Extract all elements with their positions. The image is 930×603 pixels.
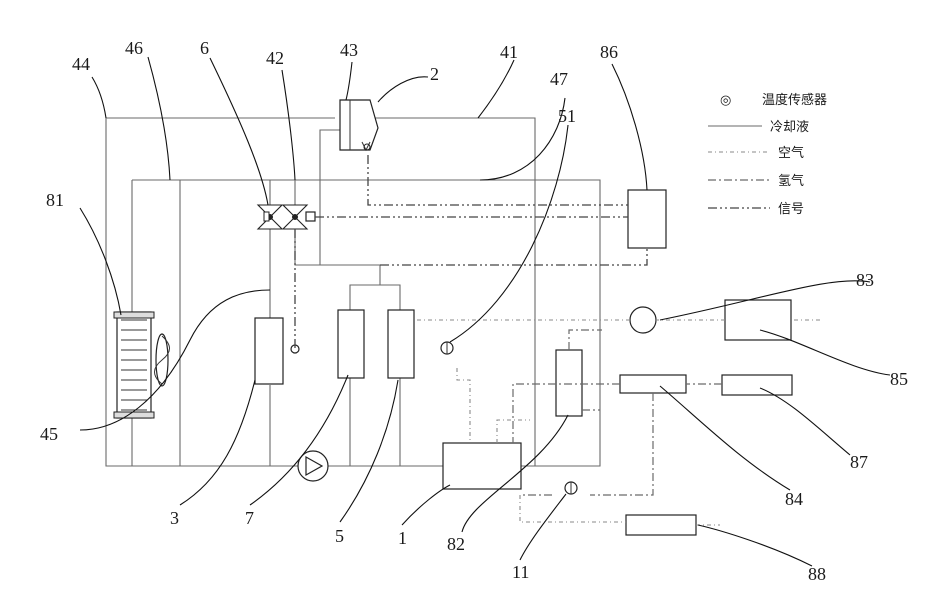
legend-hydrogen: 氢气 <box>778 173 804 189</box>
label-87: 87 <box>850 452 868 472</box>
fuel-cell-stack-1 <box>443 443 521 489</box>
air-filter-85 <box>725 300 791 340</box>
component-return-line <box>350 378 400 466</box>
component-7 <box>338 310 364 378</box>
label-45: 45 <box>40 424 58 444</box>
legend-air: 空气 <box>778 145 804 161</box>
legend-signal: 信号 <box>778 202 804 217</box>
label-85: 85 <box>890 369 908 389</box>
hydrogen-tank-87 <box>722 375 792 395</box>
label-3: 3 <box>170 508 179 528</box>
label-88: 88 <box>808 564 826 584</box>
label-11: 11 <box>512 562 529 582</box>
component-branch-line <box>320 265 400 310</box>
valve-to-exchanger-line <box>295 130 340 265</box>
label-83: 83 <box>856 270 874 290</box>
label-7: 7 <box>245 508 254 528</box>
legend: ◎ 温度传感器 冷却液 空气 氢气 信号 <box>708 92 827 217</box>
legend-sensor: 温度传感器 <box>762 92 827 108</box>
label-84: 84 <box>785 489 803 509</box>
label-5: 5 <box>335 526 344 546</box>
coolant-pipes <box>106 118 600 481</box>
hydrogen-valve-84 <box>620 375 686 393</box>
heat-exchanger <box>340 100 378 150</box>
component-5 <box>388 310 414 378</box>
label-82: 82 <box>447 534 465 554</box>
label-1: 1 <box>398 528 407 548</box>
three-way-valves <box>258 205 315 229</box>
label-42: 42 <box>266 48 284 68</box>
label-47: 47 <box>550 69 568 89</box>
label-46: 46 <box>125 38 143 58</box>
heater-3 <box>255 318 283 384</box>
label-6: 6 <box>200 38 209 58</box>
air-lines <box>414 320 820 525</box>
label-2: 2 <box>430 64 439 84</box>
radiator <box>114 312 170 418</box>
legend-sensor-symbol: ◎ <box>720 93 731 108</box>
label-41: 41 <box>500 42 518 62</box>
label-44: 44 <box>72 54 90 74</box>
label-81: 81 <box>46 190 64 210</box>
air-compressor-83 <box>630 307 656 333</box>
label-43: 43 <box>340 40 358 60</box>
bypass-coolant-loop <box>132 180 600 466</box>
legend-coolant: 冷却液 <box>770 120 809 135</box>
label-51: 51 <box>558 106 576 126</box>
controller-86 <box>628 190 666 248</box>
component-82 <box>556 350 582 416</box>
humidifier-88 <box>626 515 696 535</box>
label-86: 86 <box>600 42 618 62</box>
